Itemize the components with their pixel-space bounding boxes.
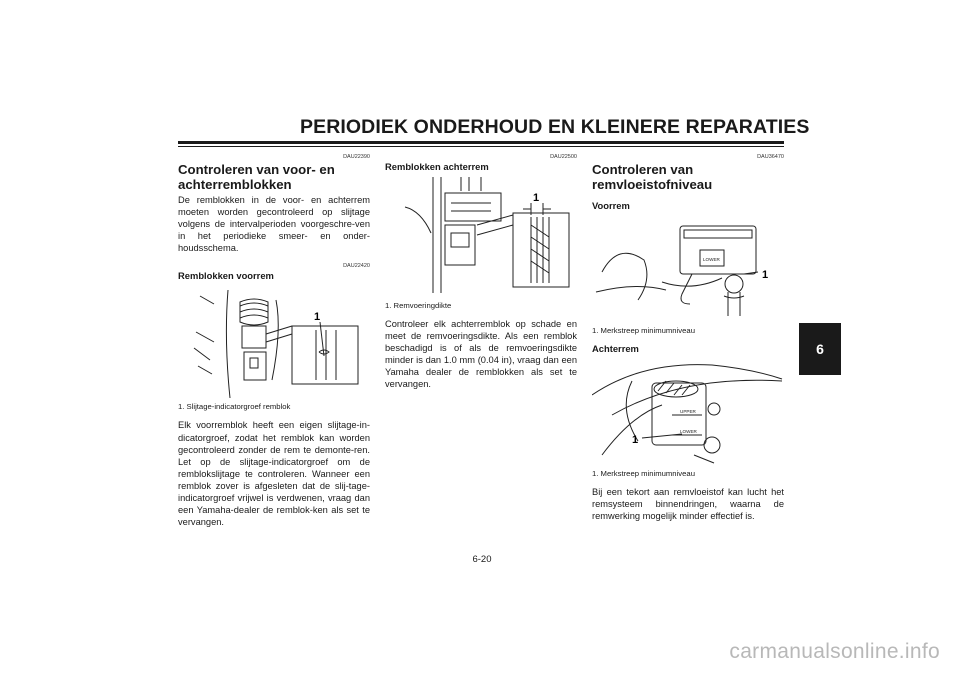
subheading-front-brake: Remblokken voorrem <box>178 270 274 282</box>
watermark: carmanualsonline.info <box>729 640 940 663</box>
section-code: DAU22390 <box>343 154 370 160</box>
rear-reservoir-figure: UPPER LOWER 1 <box>592 364 783 464</box>
header-rule-thin <box>178 146 784 147</box>
body-paragraph: Bij een tekort aan remvloeistof kan luch… <box>592 487 784 522</box>
figure-callout-label: 1 <box>762 269 768 281</box>
front-brake-pad-figure: 1 <box>193 290 359 399</box>
section-code: DAU22500 <box>550 154 577 160</box>
figure-callout-label: 1 <box>533 192 539 204</box>
section-heading-brake-fluid: Controleren van remvloeistofniveau <box>592 162 713 192</box>
column-rear-brake-pads: DAU22500 Remblokken achterrem 1 1. Remvo… <box>385 153 577 391</box>
section-heading-brake-pads: Controleren van voor- en achterremblokke… <box>178 162 335 192</box>
figure-callout-label: 1 <box>314 311 320 323</box>
figure-caption: 1. Remvoeringdikte <box>385 301 452 310</box>
intro-paragraph: De remblokken in de voor- en achterrem m… <box>178 195 370 254</box>
page-title: PERIODIEK ONDERHOUD EN KLEINERE REPARATI… <box>300 116 810 138</box>
figure-callout-label: 1 <box>632 434 638 446</box>
subheading-front-brake-fluid: Voorrem <box>592 200 630 211</box>
figure-caption: 1. Merkstreep minimumniveau <box>592 326 695 335</box>
section-code: DAU36470 <box>757 154 784 160</box>
reservoir-lower-marking: LOWER <box>703 257 721 262</box>
column-brake-fluid: DAU36470 Controleren van remvloeistofniv… <box>592 153 784 522</box>
front-reservoir-figure: LOWER 1 <box>595 225 768 316</box>
chapter-tab: 6 <box>799 323 841 375</box>
column-brake-pads: DAU22390 Controleren van voor- en achter… <box>178 153 370 528</box>
reservoir-lower-marking: LOWER <box>680 429 698 434</box>
figure-caption: 1. Slijtage-indicatorgroef remblok <box>178 402 291 412</box>
section-code: DAU22420 <box>343 263 370 270</box>
body-paragraph: Controleer elk achterremblok op schade e… <box>385 319 577 390</box>
reservoir-upper-marking: UPPER <box>680 409 697 414</box>
header-rule-thick <box>178 141 784 144</box>
rear-brake-pad-figure: 1 <box>404 177 570 293</box>
subheading-rear-brake: Remblokken achterrem <box>385 161 489 172</box>
page-number: 6-20 <box>472 554 492 565</box>
body-paragraph: Elk voorremblok heeft een eigen slijtage… <box>178 420 370 528</box>
subheading-rear-brake-fluid: Achterrem <box>592 343 639 354</box>
figure-caption: 1. Merkstreep minimumniveau <box>592 469 695 478</box>
